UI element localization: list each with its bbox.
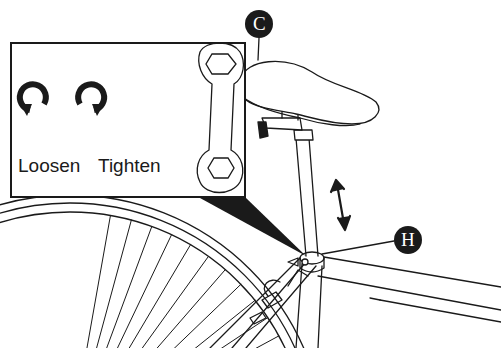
- spoke: [82, 270, 225, 348]
- inset-ground: [10, 42, 246, 198]
- spoke: [74, 220, 131, 348]
- inset-box: Loosen Tighten: [10, 42, 246, 198]
- callout-letter: C: [253, 13, 266, 35]
- spoke: [78, 235, 172, 348]
- top-tube: [318, 256, 501, 322]
- inset-pointer: [200, 198, 306, 256]
- callout-letter: H: [401, 229, 415, 251]
- spoke: [86, 318, 268, 348]
- seat-stays: [210, 258, 316, 348]
- instruction-label: Loosen: [18, 155, 80, 177]
- seat-post: [294, 130, 318, 256]
- leader-line: [322, 241, 394, 254]
- wrench: [197, 43, 243, 193]
- rotation-arrowheads: [20, 104, 104, 116]
- spoke: [85, 300, 255, 348]
- height-arrow: [331, 180, 350, 230]
- callout-circle: H: [394, 226, 422, 254]
- leader-line: [258, 38, 259, 60]
- saddle: [238, 62, 378, 126]
- spoke: [84, 284, 241, 348]
- rear-wheel: [0, 195, 325, 348]
- callout-circle: C: [245, 10, 273, 38]
- spoke: [87, 336, 279, 348]
- spoke: [72, 215, 110, 348]
- rotation-icons: [20, 84, 104, 110]
- seat-clamp: [288, 252, 324, 348]
- instruction-label: Tighten: [98, 155, 161, 177]
- spoke: [79, 245, 190, 348]
